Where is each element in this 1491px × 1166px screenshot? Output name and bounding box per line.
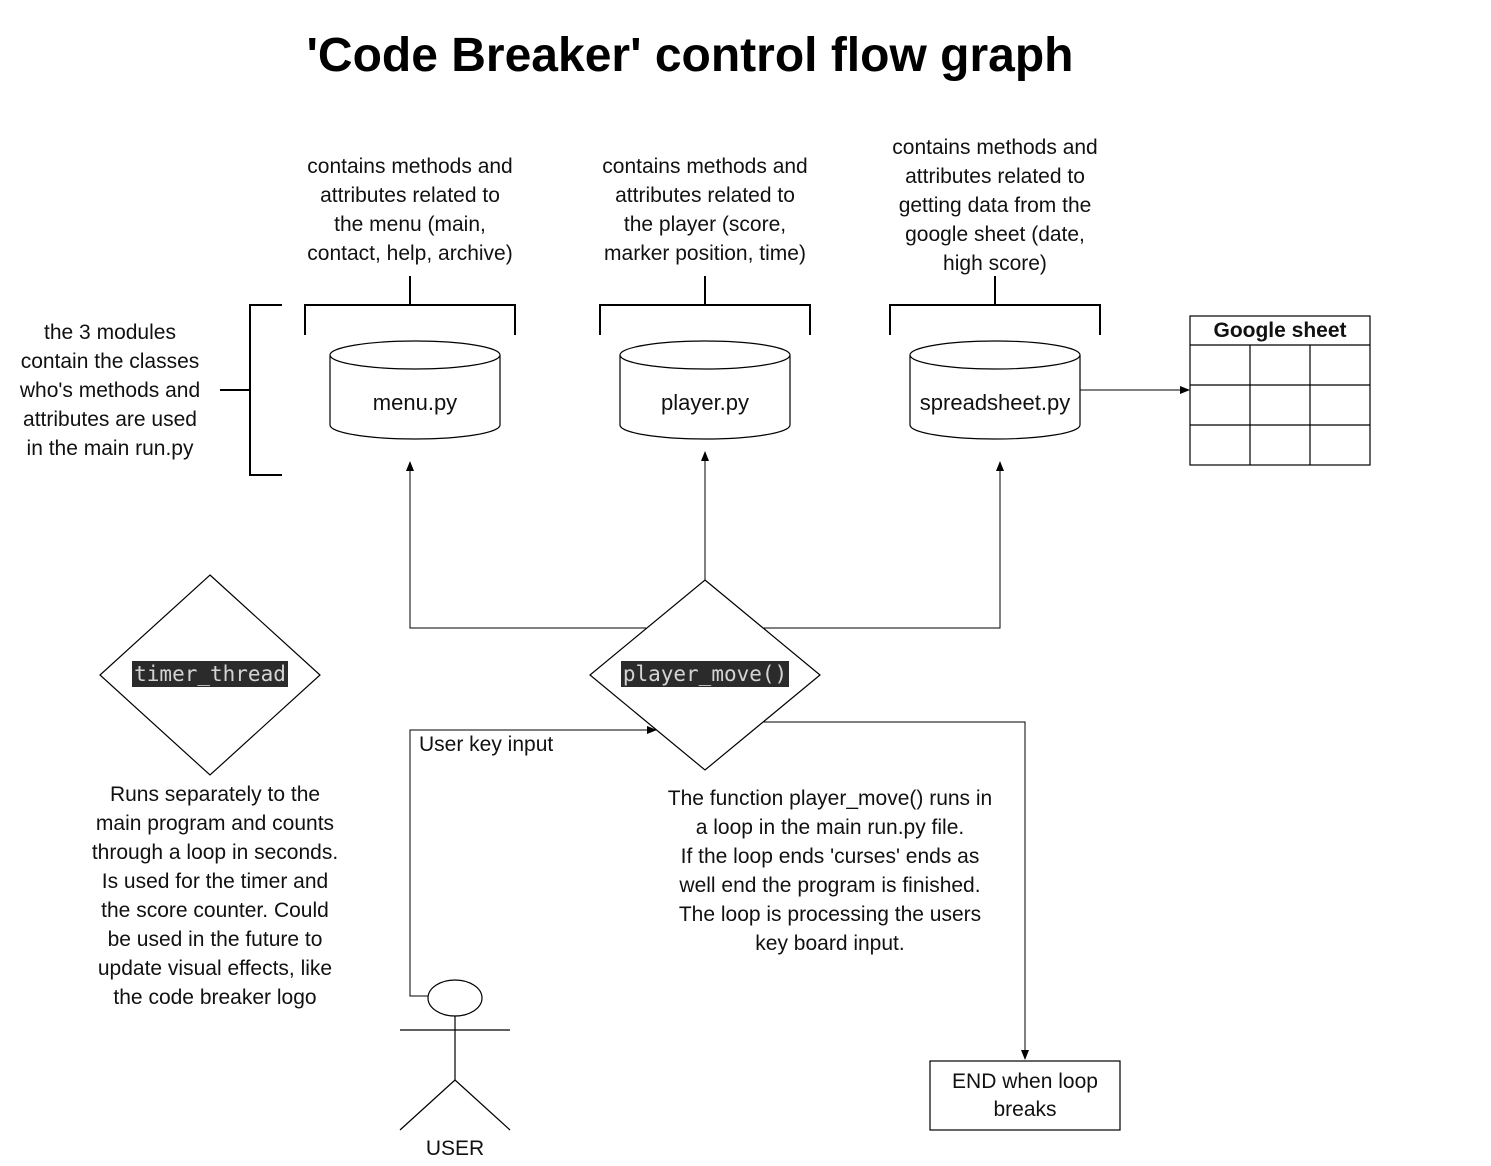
modules-note: the 3 modules contain the classes who's … xyxy=(19,321,201,460)
user-input-arrow xyxy=(409,726,657,997)
player-move-label: player_move() xyxy=(620,661,790,687)
user-key-input-label: User key input xyxy=(419,733,554,756)
end-label: END when loop breaks xyxy=(952,1070,1098,1121)
spreadsheet-module-label: spreadsheet.py xyxy=(919,390,1071,415)
spreadsheet-module-note: contains methods and attributes related … xyxy=(892,136,1098,275)
menu-note-bracket xyxy=(304,276,516,335)
player-move-note: The function player_move() runs in a loo… xyxy=(667,787,993,955)
player-note-bracket xyxy=(599,276,811,335)
player-move-to-spreadsheet-arrow xyxy=(764,461,1004,629)
spreadsheet-module-cylinder xyxy=(909,340,1081,440)
end-box xyxy=(929,1060,1121,1131)
page-title: 'Code Breaker' control flow graph xyxy=(306,29,1074,82)
timer-thread-label: timer_thread xyxy=(132,661,288,687)
player-move-to-menu-arrow xyxy=(406,461,646,629)
menu-module-note: contains methods and attributes related … xyxy=(307,155,513,265)
player-module-label: player.py xyxy=(660,390,750,415)
user-actor-icon xyxy=(399,979,511,1131)
menu-module-cylinder xyxy=(329,340,501,440)
player-module-cylinder xyxy=(619,340,791,440)
spreadsheet-note-bracket xyxy=(889,276,1101,335)
player-move-to-end-arrow xyxy=(764,721,1029,1060)
google-sheet-title: Google sheet xyxy=(1213,319,1347,342)
modules-bracket xyxy=(220,304,282,476)
menu-module-label: menu.py xyxy=(372,390,458,415)
player-module-note: contains methods and attributes related … xyxy=(602,155,808,265)
timer-thread-note: Runs separately to the main program and … xyxy=(91,783,339,1009)
user-actor-label: USER xyxy=(425,1137,485,1160)
google-sheet-table xyxy=(1189,315,1371,466)
